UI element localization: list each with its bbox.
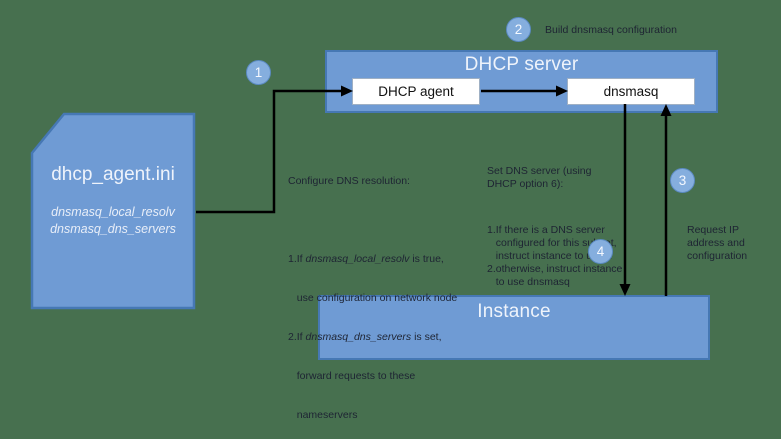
step-1-badge: 1: [246, 60, 271, 85]
annotation-request-ip: Request IP address and configuration: [687, 224, 748, 262]
instance-node: Instance: [318, 295, 710, 360]
annotation-set-dns: Set DNS server (using DHCP option 6): 1.…: [487, 139, 622, 315]
configure-dns-line-4: forward requests to these: [288, 370, 416, 382]
configure-dns-line-5: nameservers: [288, 409, 358, 421]
annotation-configure-dns: Configure DNS resolution: 1.If dnsmasq_l…: [288, 149, 457, 439]
configure-dns-line-1: 1.If dnsmasq_local_resolv is true,: [288, 253, 457, 266]
step-2-badge: 2: [506, 17, 531, 42]
configure-dns-line-3: 2.If dnsmasq_dns_servers is set,: [288, 331, 457, 344]
annotation-build-config: Build dnsmasq configuration: [545, 24, 677, 36]
config-option-dns-servers: dnsmasq_dns_servers: [50, 222, 176, 236]
list-text: is true,: [409, 253, 444, 265]
configure-dns-line-2: use configuration on network node: [288, 292, 458, 304]
instance-title: Instance: [477, 301, 551, 322]
set-dns-heading: Set DNS server (using DHCP option 6):: [487, 165, 592, 190]
configure-dns-list: 1.If dnsmasq_local_resolv is true, use c…: [288, 227, 457, 439]
configure-dns-heading: Configure DNS resolution:: [288, 175, 410, 187]
list-text: 1.If: [288, 253, 306, 265]
option-name-italic: dnsmasq_local_resolv: [305, 253, 410, 265]
document-shape-icon: [30, 112, 196, 310]
config-file-title: dhcp_agent.ini: [51, 164, 175, 185]
set-dns-body: 1.If there is a DNS server configured fo…: [487, 224, 623, 288]
step-3-badge: 3: [670, 168, 695, 193]
option-name-italic: dnsmasq_dns_servers: [305, 331, 412, 343]
dhcp-agent-box: DHCP agent: [352, 78, 480, 105]
dnsmasq-box: dnsmasq: [567, 78, 695, 105]
dhcp-server-title: DHCP server: [464, 54, 579, 75]
step-4-badge: 4: [588, 239, 613, 264]
config-file-node: dhcp_agent.ini dnsmasq_local_resolv dnsm…: [30, 112, 196, 310]
list-text: is set,: [411, 331, 442, 343]
dhcp-server-node: DHCP server DHCP agent dnsmasq: [325, 50, 718, 113]
list-text: 2.If: [288, 331, 306, 343]
config-option-local-resolv: dnsmasq_local_resolv: [51, 205, 175, 219]
